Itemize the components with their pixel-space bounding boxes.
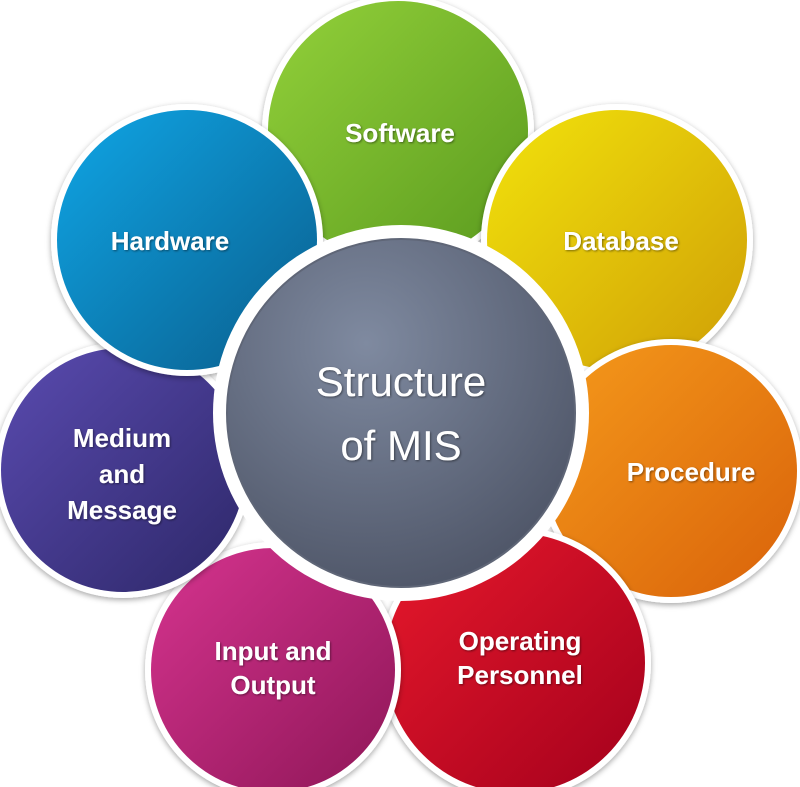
petal-medium-and-message-label-1: Medium: [73, 423, 171, 453]
petal-input-and-output-label-2: Output: [230, 670, 316, 700]
petal-operating-personnel-label-2: Personnel: [457, 660, 583, 690]
petal-software-circle: [268, 1, 528, 261]
petal-operating-personnel-label-1: Operating: [459, 626, 582, 656]
petal-procedure-label-1: Procedure: [627, 457, 756, 487]
petal-medium-and-message-circle: [1, 348, 245, 592]
petal-medium-and-message-label-3: Message: [67, 495, 177, 525]
petal-software: Software: [262, 0, 534, 267]
center-hub: Structure of MIS: [213, 225, 589, 601]
petal-input-and-output-label-1: Input and: [215, 636, 332, 666]
petal-database-label-1: Database: [563, 226, 679, 256]
center-title-line1: Structure: [316, 358, 486, 405]
petal-medium-and-message-label-2: and: [99, 459, 145, 489]
petal-procedure-circle: [545, 345, 797, 597]
petal-hardware-label-1: Hardware: [111, 226, 230, 256]
petal-procedure: Procedure: [539, 339, 800, 603]
center-hub-circle: [226, 238, 576, 588]
petal-operating-personnel-circle: [385, 533, 645, 787]
petal-software-label-1: Software: [345, 118, 455, 148]
center-title-line2: of MIS: [340, 422, 461, 469]
petal-input-and-output-circle: [151, 548, 395, 787]
